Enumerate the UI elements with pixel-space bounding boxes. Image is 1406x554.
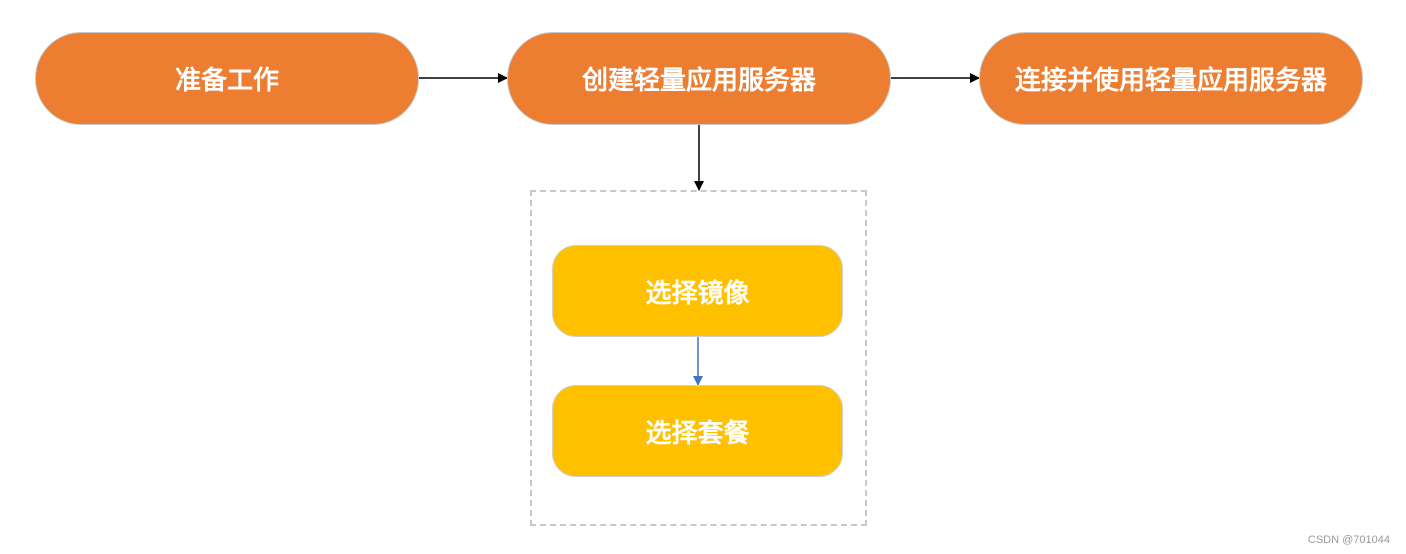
- node-connect-server: 连接并使用轻量应用服务器: [979, 32, 1363, 125]
- node-connect-server-label: 连接并使用轻量应用服务器: [1014, 66, 1327, 96]
- node-select-image-label: 选择镜像: [645, 278, 750, 309]
- create-server-steps-group: [530, 190, 867, 526]
- node-prepare-label: 准备工作: [174, 66, 279, 96]
- node-select-image: 选择镜像: [552, 245, 843, 337]
- node-create-server-label: 创建轻量应用服务器: [581, 66, 816, 96]
- node-prepare: 准备工作: [35, 32, 419, 125]
- watermark: CSDN @701044: [1307, 534, 1390, 546]
- node-create-server: 创建轻量应用服务器: [507, 32, 891, 125]
- node-select-plan-label: 选择套餐: [645, 418, 750, 449]
- node-select-plan: 选择套餐: [552, 385, 843, 477]
